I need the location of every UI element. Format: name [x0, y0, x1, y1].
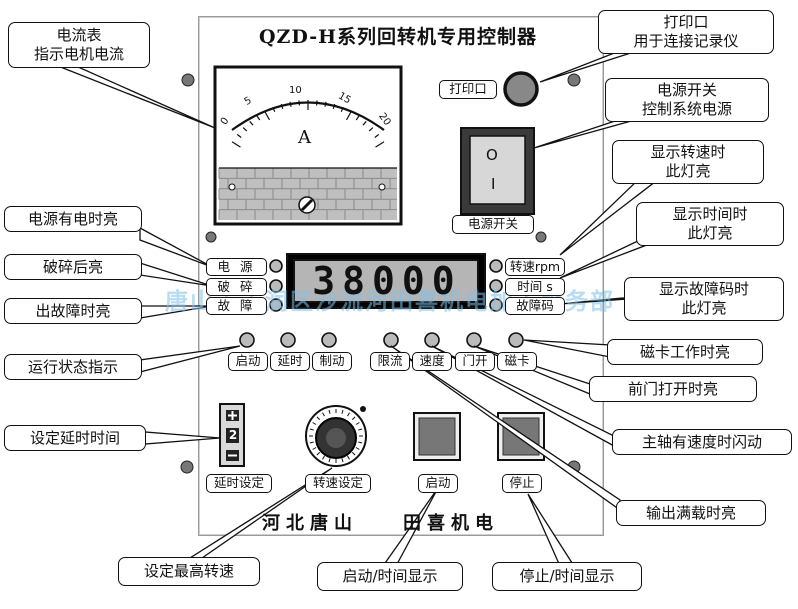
- thumbwheel-digit: 2: [228, 428, 238, 442]
- speed-indicator-led: [489, 259, 503, 273]
- meter-scale-label: 10: [289, 85, 302, 96]
- screw-icon: [180, 460, 194, 474]
- callout-full-load: 输出满载时亮: [616, 500, 766, 526]
- meter-unit: A: [298, 127, 311, 148]
- power-switch-label: 电源开关: [452, 215, 534, 234]
- callout-pointers: [57, 49, 662, 567]
- callout-ammeter: 电流表指示电机电流: [8, 22, 150, 68]
- stop-button-label: 停止: [502, 474, 542, 493]
- brake-state-label: 制动: [312, 352, 352, 371]
- power-switch[interactable]: [460, 127, 535, 215]
- callout-card-work: 磁卡工作时亮: [607, 339, 763, 365]
- velocity-state-label: 速度: [412, 352, 452, 371]
- callout-stop-display: 停止/时间显示: [492, 562, 642, 591]
- card-state-led: [508, 332, 524, 348]
- time-label: 时间 s: [505, 278, 565, 296]
- fault-code-indicator-led: [489, 298, 503, 312]
- speed-label: 转速rpm: [505, 258, 565, 276]
- panel-title: QZD-H系列回转机专用控制器: [258, 26, 538, 48]
- maker-region: 河北唐山: [262, 513, 358, 534]
- callout-speed-light: 显示转速时此灯亮: [612, 140, 764, 184]
- start-button-label: 启动: [418, 474, 458, 493]
- callout-printer: 打印口用于连接记录仪: [598, 10, 774, 54]
- printer-port-icon: [503, 71, 539, 107]
- screw-icon: [181, 73, 195, 87]
- card-state-label: 磁卡: [497, 352, 537, 371]
- callout-door-open: 前门打开时亮: [589, 376, 757, 402]
- stop-button[interactable]: [497, 412, 545, 461]
- callout-spindle: 主轴有速度时闪动: [612, 429, 792, 455]
- callout-run-state: 运行状态指示: [4, 354, 142, 380]
- door-state-led: [466, 332, 482, 348]
- callout-fault-code-light: 显示故障码时此灯亮: [624, 277, 784, 321]
- delay-state-led: [280, 332, 296, 348]
- screw-icon: [567, 73, 581, 87]
- speed-setting-label: 转速设定: [305, 474, 371, 493]
- velocity-state-led: [424, 332, 440, 348]
- digital-display: [286, 253, 486, 309]
- crush-label: 破 碎: [206, 278, 267, 296]
- start-state-label: 启动: [228, 352, 268, 371]
- brake-state-led: [321, 332, 337, 348]
- screw-icon: [205, 231, 217, 243]
- limit-state-led: [383, 332, 399, 348]
- door-state-label: 门开: [455, 352, 495, 371]
- time-indicator-led: [489, 279, 503, 293]
- speed-knob[interactable]: [305, 405, 367, 467]
- crush-indicator-led: [269, 279, 283, 293]
- switch-off-mark: I: [491, 175, 496, 193]
- power-label: 电 源: [206, 258, 267, 276]
- switch-on-mark: O: [486, 146, 498, 164]
- limit-state-label: 限流: [370, 352, 410, 371]
- callout-set-delay: 设定延时时间: [4, 425, 146, 451]
- fault-indicator-led: [269, 298, 283, 312]
- callout-fault: 出故障时亮: [4, 298, 142, 324]
- delay-state-label: 延时: [270, 352, 310, 371]
- callout-start-display: 启动/时间显示: [317, 562, 463, 591]
- fault-code-label: 故障码: [505, 297, 565, 315]
- start-state-led: [239, 332, 255, 348]
- callout-crushed: 破碎后亮: [4, 254, 142, 280]
- display-value: 38000: [312, 259, 462, 303]
- callout-power-switch: 电源开关控制系统电源: [605, 78, 769, 122]
- screw-icon: [535, 231, 547, 243]
- power-indicator-led: [269, 259, 283, 273]
- callout-set-speed: 设定最高转速: [118, 557, 260, 586]
- delay-setting-label: 延时设定: [206, 474, 272, 493]
- delay-thumbwheel[interactable]: [219, 403, 245, 467]
- printer-label: 打印口: [439, 80, 497, 99]
- fault-label: 故 障: [206, 297, 267, 315]
- ammeter: [213, 65, 403, 226]
- callout-time-light: 显示时间时此灯亮: [636, 202, 784, 246]
- start-button[interactable]: [413, 412, 461, 461]
- callout-power-on: 电源有电时亮: [4, 206, 142, 232]
- maker-company: 田喜机电: [403, 513, 499, 534]
